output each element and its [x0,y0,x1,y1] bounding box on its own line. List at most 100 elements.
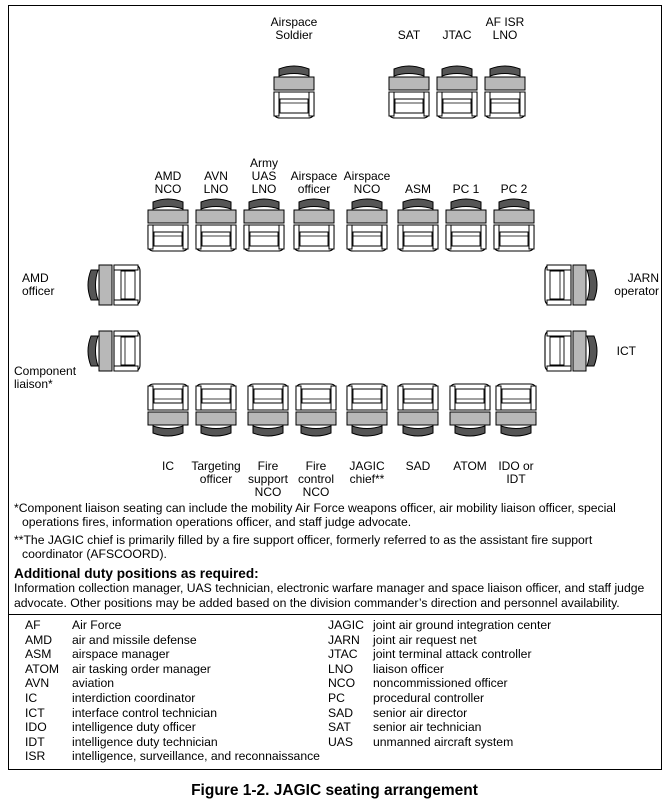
chair-jagic-chief [346,383,388,437]
note2-line1: **The JAGIC chief is primarily filled by… [14,533,593,547]
abbr-left-0: AF [25,618,41,632]
seat-label-af-isr-lno: AF ISR LNO [485,15,525,42]
abbr-left-8: IDT [25,734,45,749]
chair-avn-lno [195,198,237,252]
abbr-meaning-left-7: intelligence duty officer [72,720,196,735]
note1-line2: operations fires, information operations… [22,514,412,529]
chair-sad [397,383,439,437]
chair-component-liaison [87,330,141,372]
seat-label-jarn-operator: JARN operator [614,271,659,298]
chair-pc-2 [493,198,535,252]
abbr-right-2: JTAC [328,647,358,662]
chair-amd-nco [147,198,189,252]
abbr-right-1: JARN [328,632,360,647]
abbr-meaning-left-9: intelligence, surveillance, and reconnai… [72,749,320,764]
figure-caption: Figure 1-2. JAGIC seating arrangement [191,782,478,799]
abbr-meaning-right-2: joint terminal attack controller [373,647,532,662]
seat-label-airspace-nco: Airspace NCO [343,169,391,196]
seat-label-jagic-chief: JAGIC chief** [349,459,385,486]
abbr-meaning-right-5: procedural controller [373,691,485,705]
abbr-meaning-left-6: interface control technician [72,705,217,720]
chair-fire-control-nco [295,383,337,437]
seat-label-jtac: JTAC [442,28,472,42]
chair-targeting-officer [195,383,237,437]
abbr-meaning-right-8: unmanned aircraft system [373,734,514,749]
abbr-left-3: ATOM [25,661,60,676]
chair-pc-1 [445,198,487,252]
additional-line1: Information collection manager, UAS tech… [14,581,645,595]
seat-label-fire-control-nco: Fire control NCO [297,459,335,499]
chair-airspace-nco [346,198,388,252]
chair-army-uas-lno [243,198,285,252]
chair-airspace-soldier [273,65,315,119]
chair-af-isr-lno [484,65,526,119]
seat-label-ict: ICT [616,344,636,358]
seat-label-airspace-soldier: Airspace Soldier [270,15,318,42]
seat-label-sad: SAD [405,459,431,473]
seat-label-airspace-officer: Airspace officer [290,169,338,196]
seat-label-component-liaison: Component liaison* [14,364,77,391]
abbr-meaning-right-4: noncommissioned officer [373,676,508,691]
abbr-right-6: SAD [328,705,354,720]
seat-label-pc-2: PC 2 [500,182,528,196]
abbr-left-5: IC [25,691,38,705]
abbr-meaning-left-1: air and missile defense [72,632,197,647]
abbr-meaning-left-3: air tasking order manager [72,661,211,676]
figure-frame [8,5,662,770]
chair-amd-officer [87,264,141,306]
chair-asm [397,198,439,252]
abbr-meaning-right-6: senior air director [373,705,468,720]
abbr-meaning-right-1: joint air request net [373,632,477,647]
additional-line2: advocate. Other positions may be added b… [14,595,620,610]
seat-label-ido-or-idt: IDO or IDT [498,459,534,486]
chair-ic [147,383,189,437]
chair-sat [388,65,430,119]
abbr-left-2: ASM [25,647,52,662]
abbr-meaning-left-2: airspace manager [72,647,170,662]
abbr-right-7: SAT [328,720,351,735]
seat-label-amd-nco: AMD NCO [154,169,182,196]
seat-label-asm: ASM [404,182,432,196]
chair-fire-support-nco [247,383,289,437]
abbr-meaning-right-3: liaison officer [373,661,444,676]
abbr-right-8: UAS [328,734,354,749]
chair-jarn-operator [544,264,598,306]
abbr-meaning-left-0: Air Force [72,618,122,632]
note2-line2: coordinator (AFSCOORD). [22,546,167,561]
abbr-right-3: LNO [328,661,354,676]
abbr-left-9: ISR [25,749,46,764]
abbr-left-4: AVN [25,676,50,691]
additional-duty-text: Information collection manager, UAS tech… [14,581,659,610]
chair-jtac [436,65,478,119]
abbr-meaning-left-4: aviation [72,676,115,691]
abbr-meaning-right-0: joint air ground integration center [373,618,552,632]
abbr-right-5: PC [328,691,345,705]
additional-duty-heading: Additional duty positions as required: [14,566,259,581]
abbr-right-4: NCO [328,676,356,691]
seat-label-ic: IC [162,459,174,473]
abbr-meaning-left-8: intelligence duty technician [72,734,218,749]
seat-label-pc-1: PC 1 [452,182,480,196]
seat-label-fire-support-nco: Fire support NCO [247,459,289,499]
seat-label-targeting-officer: Targeting officer [191,459,241,486]
seat-label-amd-officer: AMD officer [22,271,55,298]
abbr-left-6: ICT [25,705,45,720]
note-component-liaison: *Component liaison seating can include t… [14,501,656,529]
note-jagic-chief: **The JAGIC chief is primarily filled by… [14,533,656,561]
seat-label-atom: ATOM [453,459,487,473]
seat-label-avn-lno: AVN LNO [203,169,229,196]
chair-atom [449,383,491,437]
chair-airspace-officer [293,198,335,252]
abbr-meaning-right-7: senior air technician [373,720,482,735]
abbr-right-0: JAGIC [328,618,364,632]
abbr-left-7: IDO [25,720,47,735]
seat-label-army-uas-lno: Army UAS LNO [250,156,278,196]
chair-ict [544,330,598,372]
note1-line1: *Component liaison seating can include t… [14,501,616,515]
seat-label-sat: SAT [397,28,421,42]
chair-ido-or-idt [495,383,537,437]
abbr-left-1: AMD [25,632,53,647]
abbr-meaning-left-5: interdiction coordinator [72,691,196,705]
